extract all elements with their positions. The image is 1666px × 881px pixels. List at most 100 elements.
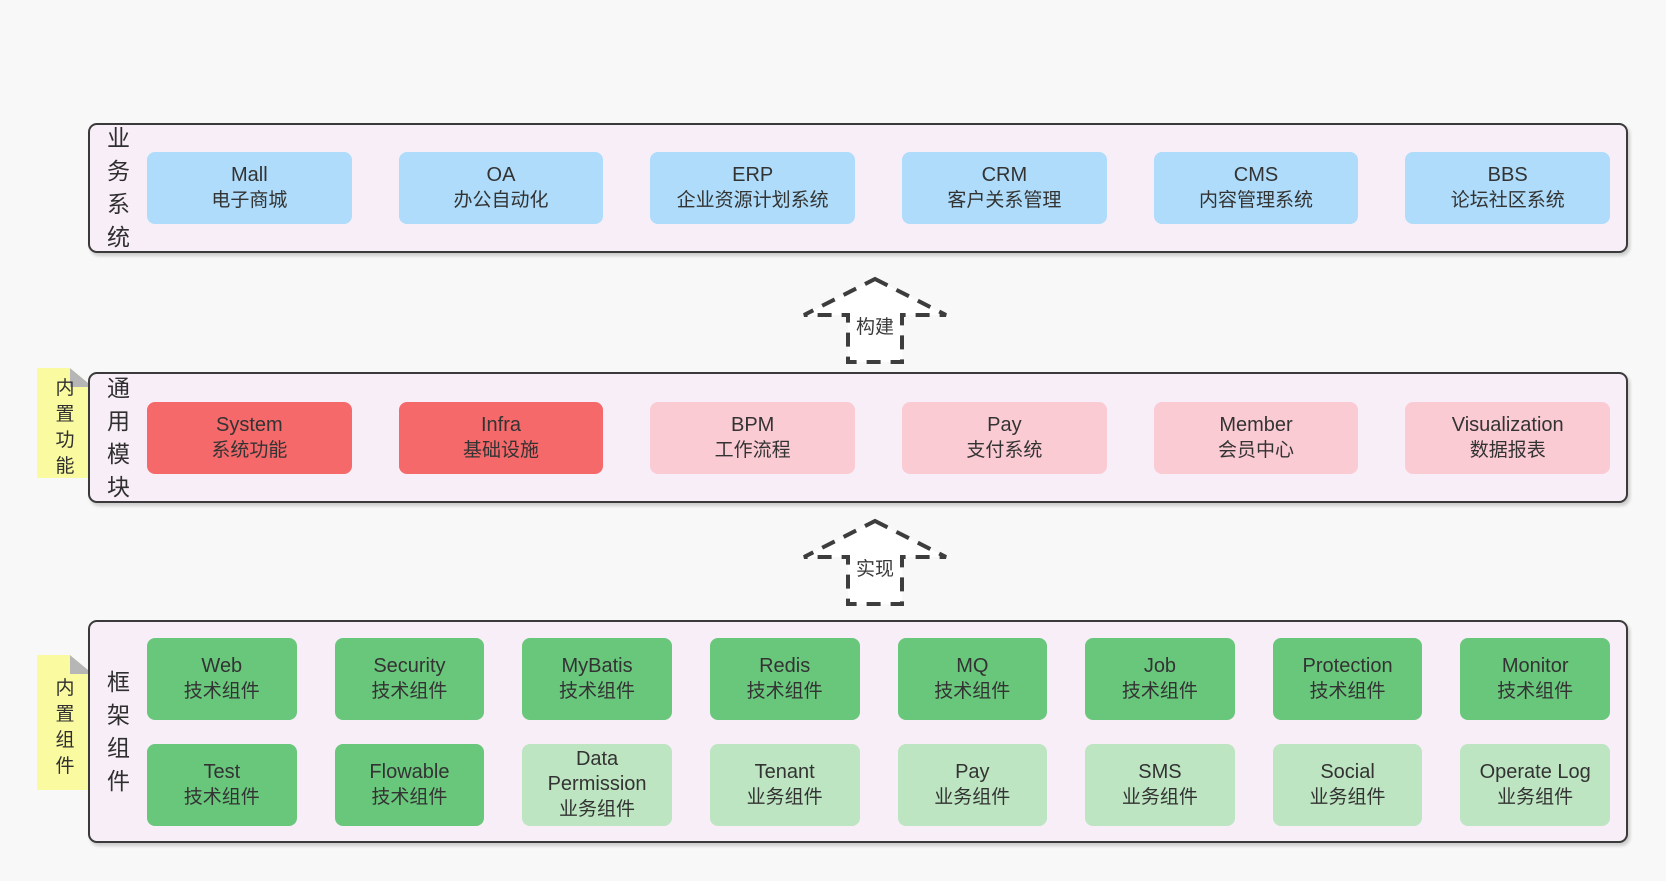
arrow-implement: 实现 bbox=[0, 503, 1666, 620]
box-title: System bbox=[215, 413, 283, 436]
box-title: Pay bbox=[987, 413, 1022, 436]
box-title: SMS bbox=[1138, 760, 1182, 783]
box-title: MyBatis bbox=[561, 654, 633, 677]
section-title: 通用模块 bbox=[107, 374, 130, 500]
box-subtitle: 业务组件 bbox=[1497, 786, 1574, 808]
box-web: Web 技术组件 bbox=[147, 637, 297, 720]
section-common-modules: 内置功能 通用模块 System 系统功能 Infra 基础设施 BPM 工作流程 Pay 支付系… bbox=[0, 372, 1666, 503]
box-bpm: BPM 工作流程 bbox=[650, 401, 856, 474]
box-data-permission: Data Permission 业务组件 bbox=[522, 743, 672, 826]
box-title: Member bbox=[1219, 413, 1293, 436]
box-pay: Pay 支付系统 bbox=[902, 401, 1107, 474]
box-subtitle: 工作流程 bbox=[714, 439, 791, 461]
box-title: Operate Log bbox=[1479, 760, 1591, 783]
box-monitor: Monitor 技术组件 bbox=[1460, 637, 1610, 720]
box-title: Data Permission bbox=[547, 748, 647, 795]
box-sms: SMS 业务组件 bbox=[1085, 743, 1235, 826]
box-subtitle: 业务组件 bbox=[1309, 786, 1386, 808]
box-title: ERP bbox=[732, 164, 774, 186]
dashed-up-arrow-icon: 实现 bbox=[800, 517, 950, 607]
arrow-label: 构建 bbox=[850, 311, 900, 340]
dashed-up-arrow-icon: 构建 bbox=[800, 275, 950, 365]
box-title: CRM bbox=[981, 164, 1028, 186]
box-subtitle: 技术组件 bbox=[371, 786, 448, 808]
box-bbs: BBS 论坛社区系统 bbox=[1405, 152, 1611, 224]
box-subtitle: 电子商城 bbox=[211, 190, 288, 211]
box-subtitle: 论坛社区系统 bbox=[1450, 190, 1565, 211]
box-subtitle: 基础设施 bbox=[463, 439, 540, 461]
box-title: Visualization bbox=[1451, 413, 1564, 436]
box-subtitle: 企业资源计划系统 bbox=[676, 190, 829, 211]
box-mall: Mall 电子商城 bbox=[147, 152, 352, 224]
box-title: Mall bbox=[231, 164, 268, 186]
box-subtitle: 业务组件 bbox=[934, 786, 1011, 808]
box-subtitle: 客户关系管理 bbox=[947, 190, 1062, 211]
box-protection: Protection 技术组件 bbox=[1272, 637, 1423, 720]
box-visualization: Visualization 数据报表 bbox=[1405, 401, 1611, 474]
box-rows: System 系统功能 Infra 基础设施 BPM 工作流程 Pay 支付系统 Member 会… bbox=[147, 374, 1626, 501]
box-subtitle: 技术组件 bbox=[934, 680, 1011, 702]
box-pay: Pay 业务组件 bbox=[897, 743, 1048, 826]
box-subtitle: 会员中心 bbox=[1218, 439, 1295, 461]
box-operate-log: Operate Log 业务组件 bbox=[1460, 743, 1610, 826]
box-subtitle: 数据报表 bbox=[1469, 439, 1546, 461]
sticky-note-label: 内置功能 bbox=[55, 378, 75, 477]
box-title: Job bbox=[1143, 654, 1177, 677]
box-mybatis: MyBatis 技术组件 bbox=[522, 637, 672, 720]
box-subtitle: 技术组件 bbox=[1497, 680, 1574, 702]
box-title: Tenant bbox=[754, 760, 815, 783]
box-job: Job 技术组件 bbox=[1085, 637, 1235, 720]
box-crm: CRM 客户关系管理 bbox=[902, 152, 1107, 224]
box-subtitle: 技术组件 bbox=[559, 680, 636, 702]
box-title: Infra bbox=[480, 413, 522, 436]
sticky-note-label: 内置组件 bbox=[55, 677, 75, 777]
box-subtitle: 系统功能 bbox=[211, 439, 288, 461]
box-subtitle: 技术组件 bbox=[183, 680, 260, 702]
box-title: BBS bbox=[1487, 164, 1528, 186]
box-title: CMS bbox=[1233, 164, 1279, 186]
box-subtitle: 业务组件 bbox=[559, 799, 636, 820]
box-title: Monitor bbox=[1501, 654, 1569, 677]
panel-common-modules: 通用模块 System 系统功能 Infra 基础设施 BPM 工作流程 Pay 支付系统 Mem… bbox=[88, 372, 1628, 503]
box-flowable: Flowable 技术组件 bbox=[334, 743, 485, 826]
box-title: Social bbox=[1320, 760, 1375, 783]
sticky-note-common-modules: 内置功能 bbox=[37, 368, 93, 478]
box-system: System 系统功能 bbox=[147, 401, 352, 474]
box-title: Pay bbox=[955, 760, 990, 783]
arrow-build: 构建 bbox=[0, 253, 1666, 372]
box-infra: Infra 基础设施 bbox=[398, 401, 604, 474]
box-subtitle: 业务组件 bbox=[1121, 786, 1198, 808]
box-row: System 系统功能 Infra 基础设施 BPM 工作流程 Pay 支付系统 Member 会… bbox=[147, 401, 1611, 474]
sticky-note-framework-components: 内置组件 bbox=[37, 655, 93, 790]
box-title: Web bbox=[201, 654, 243, 677]
box-erp: ERP 企业资源计划系统 bbox=[650, 152, 856, 224]
box-member: Member 会员中心 bbox=[1153, 401, 1359, 474]
box-subtitle: 支付系统 bbox=[966, 439, 1043, 461]
box-subtitle: 技术组件 bbox=[1309, 680, 1386, 702]
box-title: Flowable bbox=[369, 760, 450, 783]
box-subtitle: 技术组件 bbox=[1121, 680, 1198, 702]
box-title: Security bbox=[373, 654, 446, 677]
arrow-label: 实现 bbox=[850, 553, 900, 582]
section-title: 业务系统 bbox=[107, 125, 130, 250]
box-social: Social 业务组件 bbox=[1272, 743, 1423, 826]
box-title: Protection bbox=[1302, 654, 1393, 677]
box-title: Redis bbox=[759, 654, 811, 677]
box-title: BPM bbox=[731, 413, 775, 436]
section-title: 框架组件 bbox=[107, 668, 130, 794]
